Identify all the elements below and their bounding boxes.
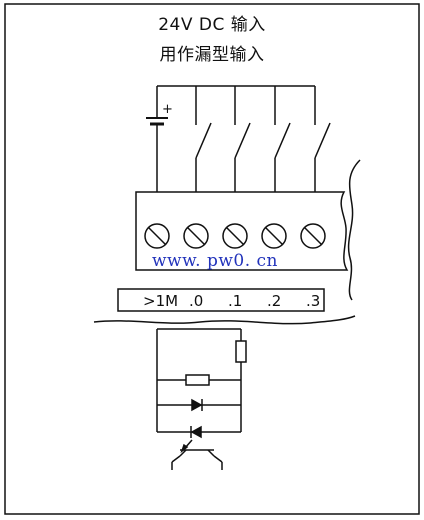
screw-terminal-icon xyxy=(261,223,287,249)
diagram-title: 24V DC 输入 xyxy=(158,15,266,35)
label-strip xyxy=(117,288,325,312)
switch-icon xyxy=(234,86,251,192)
screw-terminal-icon xyxy=(144,223,170,249)
outer-frame xyxy=(4,3,420,515)
watermark-text: www. pw0. cn xyxy=(152,251,278,271)
screw-terminal-icon xyxy=(222,223,248,249)
battery-plus-label: + xyxy=(162,102,173,117)
screw-terminal-icon xyxy=(300,223,326,249)
diode-icon xyxy=(191,398,203,412)
terminal-label-1m: >1M xyxy=(143,292,179,310)
screw-terminal-icon xyxy=(183,223,209,249)
input-circuit xyxy=(156,328,242,433)
switch-icon xyxy=(195,86,212,192)
module-torn-edge xyxy=(347,159,361,301)
terminal-label-1: .1 xyxy=(228,292,243,310)
terminal-block-body xyxy=(135,191,349,271)
terminal-label-3: .3 xyxy=(306,292,321,310)
switch-icon xyxy=(274,86,291,192)
switch-icon xyxy=(314,86,331,192)
resistor-icon xyxy=(235,340,247,363)
module-bottom-edge xyxy=(93,315,356,325)
battery-icon xyxy=(146,86,168,192)
terminal-label-2: .2 xyxy=(267,292,282,310)
led-icon xyxy=(180,425,202,454)
resistor-icon xyxy=(185,374,210,386)
terminal-label-0: .0 xyxy=(189,292,204,310)
phototransistor-icon xyxy=(171,449,223,470)
diagram-subtitle: 用作漏型输入 xyxy=(159,45,265,65)
